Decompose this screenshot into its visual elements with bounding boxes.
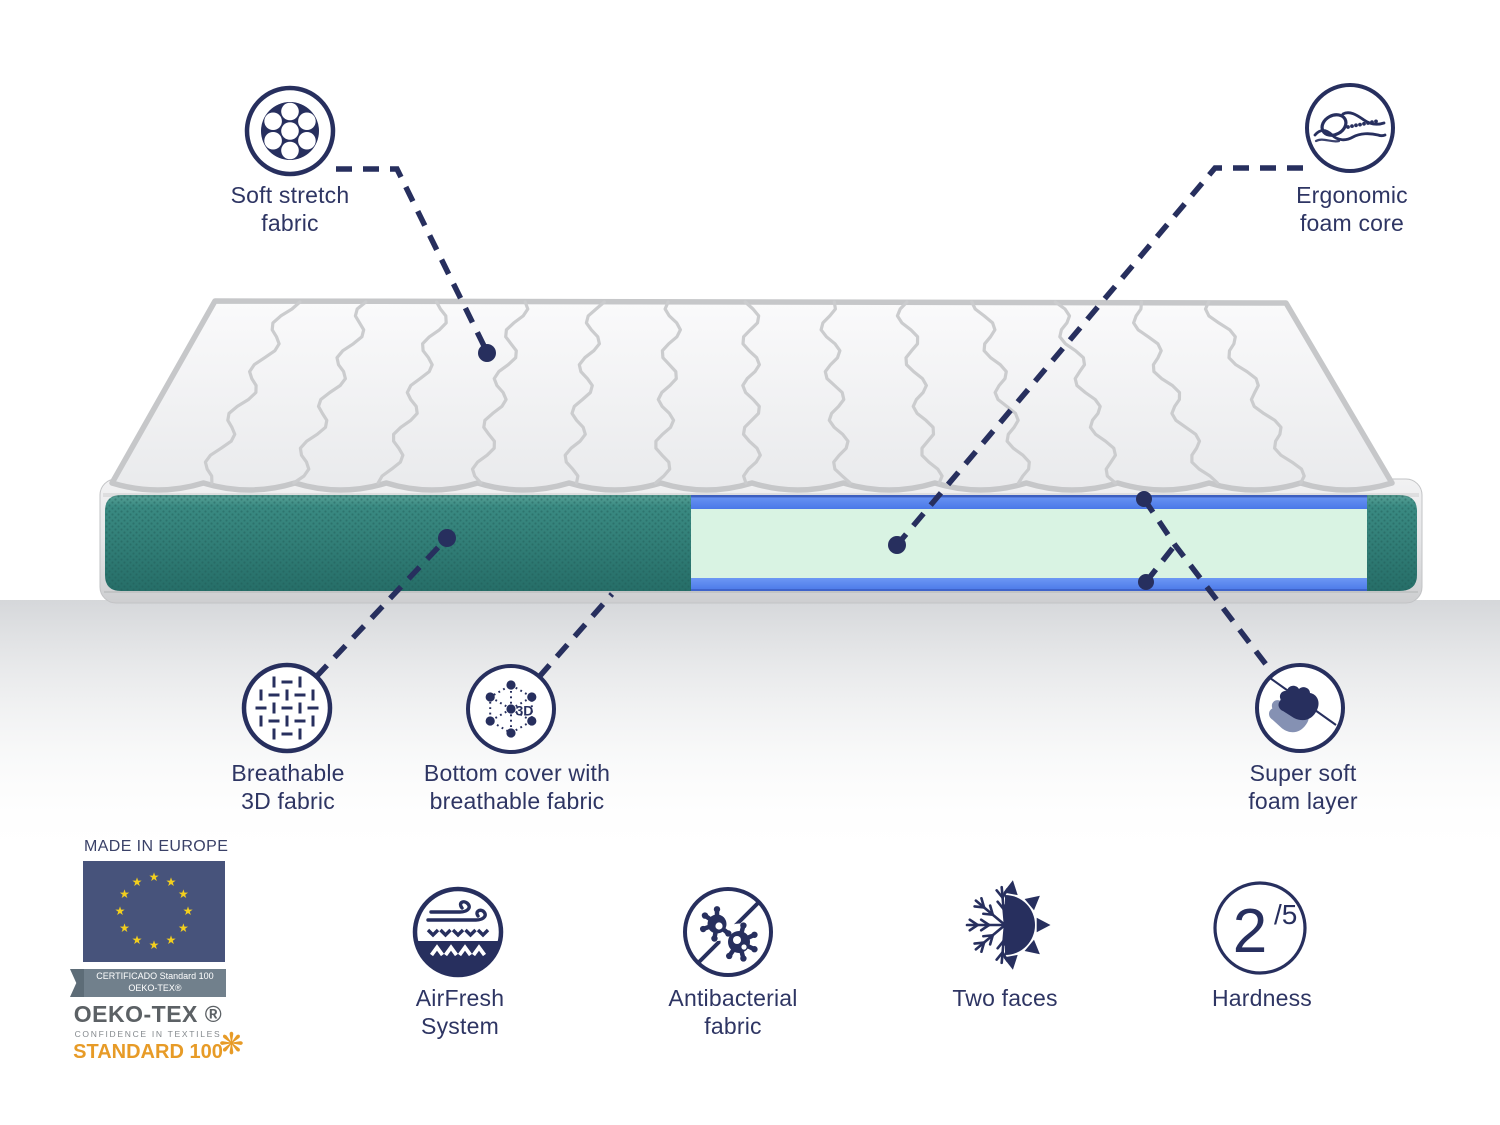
spine-dots <box>1346 119 1378 129</box>
mattress-front-face <box>99 478 1423 604</box>
eu-star-icon: ★ <box>131 874 143 889</box>
made-in-europe-label: MADE IN EUROPE <box>84 838 229 855</box>
eu-star-icon: ★ <box>182 904 194 918</box>
eu-star-icon: ★ <box>119 921 130 935</box>
eu-star-icon: ★ <box>165 874 177 889</box>
sun-half <box>1005 895 1035 955</box>
ribbon-line1: CERTIFICADO Standard 100 <box>96 971 214 981</box>
icon-3d-text: 3D <box>516 703 534 719</box>
ergonomic-label: Ergonomic foam core <box>1296 182 1408 236</box>
core-foam <box>691 509 1367 578</box>
hardness-label: Hardness <box>1211 985 1313 1011</box>
oekotex-brand: OEKO-TEX ® <box>73 1001 223 1027</box>
two-faces-icon <box>965 880 1051 970</box>
eu-star-icon: ★ <box>114 904 126 918</box>
ribbon-line2: OEKO-TEX® <box>128 982 182 993</box>
two-faces-label: Two faces <box>952 985 1058 1011</box>
breathable-3d-fabric-icon <box>241 662 333 754</box>
callout-line-bottom-cover <box>536 592 615 679</box>
eu-star-icon: ★ <box>148 870 160 884</box>
hardness-value: 2 <box>1233 897 1267 966</box>
germ-blob <box>726 922 758 962</box>
airfresh-label: AirFresh System <box>415 985 505 1039</box>
eu-star-icon: ★ <box>131 933 143 948</box>
oekotex-subtitle: CONFIDENCE IN TEXTILES <box>74 1029 222 1039</box>
core-top-soft-layer <box>691 495 1367 509</box>
eu-star-icon: ★ <box>165 933 177 948</box>
ergonomic-foam-icon <box>1305 83 1395 173</box>
eu-star-icon: ★ <box>148 938 160 952</box>
breathable-label: Breathable 3D fabric <box>231 760 345 814</box>
super-soft-hand-icon <box>1255 663 1345 753</box>
core-bottom-soft-layer <box>691 578 1367 591</box>
oekotex-logo: OEKO-TEX ® CONFIDENCE IN TEXTILES STANDA… <box>60 1001 244 1064</box>
snowflake-half <box>965 885 1010 965</box>
bottom-cover-3d-icon: 3D <box>466 664 556 754</box>
wind-swirls <box>426 900 487 922</box>
oekotex-ribbon: CERTIFICADO Standard 100 OEKO-TEX® <box>70 969 226 997</box>
eu-flag: ★★★★★★★★★★★★ <box>83 861 225 962</box>
callout-line-soft-stretch <box>336 166 490 354</box>
super-soft-label: Super soft foam layer <box>1248 760 1358 814</box>
callout-line-super-soft <box>1141 497 1277 677</box>
ribbon-tail <box>70 969 85 997</box>
eu-star-icon: ★ <box>178 921 189 935</box>
hardness-scale: /5 <box>1274 899 1297 930</box>
soft-stretch-fabric-icon <box>244 85 336 177</box>
callout-dots <box>438 344 1154 590</box>
bottom-cover-label: Bottom cover with breathable fabric <box>423 760 611 814</box>
germ-blob <box>699 906 732 942</box>
oekotex-flower-icon: ❋ <box>218 1028 244 1061</box>
quilt-stitch-lines <box>203 300 1306 485</box>
mattress-core-cutaway <box>691 495 1367 591</box>
airfresh-icon <box>412 886 504 978</box>
hardness-icon: 2 /5 <box>1213 881 1307 975</box>
soft-stretch-label: Soft stretch fabric <box>230 182 350 236</box>
eu-star-icon: ★ <box>119 887 130 901</box>
antibacterial-label: Antibacterial fabric <box>668 985 798 1039</box>
oekotex-standard: STANDARD 100 <box>73 1041 223 1063</box>
antibacterial-icon <box>683 887 773 977</box>
callout-lines <box>313 165 1303 679</box>
callout-line-ergonomic <box>894 165 1303 547</box>
eu-star-icon: ★ <box>178 887 189 901</box>
callout-line-breathable <box>313 536 450 679</box>
